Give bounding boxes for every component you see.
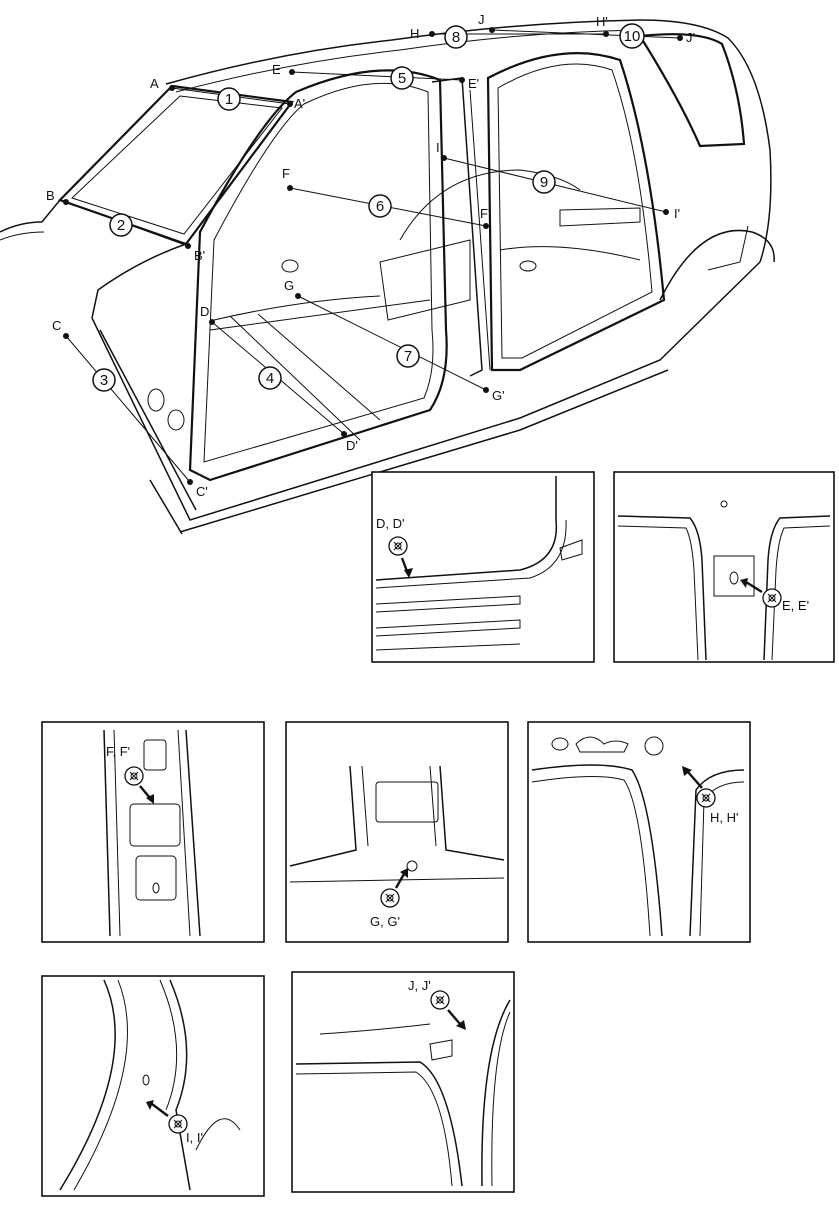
target-icon <box>380 888 400 908</box>
arrow-icon <box>139 785 151 799</box>
detail-label-ff: F, F' <box>106 744 130 759</box>
measurement-3: 3 <box>92 368 116 392</box>
measurement-5: 5 <box>390 66 414 90</box>
point-label-e2: E' <box>468 76 479 91</box>
arrow-icon <box>745 580 763 594</box>
measurement-1: 1 <box>217 87 241 111</box>
point-label-d2: D' <box>346 438 358 453</box>
point-label-i2: I' <box>674 206 680 221</box>
point-label-b2: B' <box>194 248 205 263</box>
point-label-j: J <box>478 12 485 27</box>
point-label-e: E <box>272 62 281 77</box>
vehicle-body-side-view <box>0 19 775 535</box>
reference-point-dots <box>63 27 683 485</box>
point-label-j2: J' <box>686 30 695 45</box>
arrow-icon <box>447 1009 461 1025</box>
detail-panel-e: E, E' <box>613 471 835 663</box>
point-label-f: F <box>282 166 290 181</box>
measurement-7: 7 <box>396 344 420 368</box>
point-label-i: I <box>436 140 440 155</box>
point-label-a2: A' <box>294 96 305 111</box>
point-label-a: A <box>150 76 159 91</box>
detail-label-ee: E, E' <box>782 598 809 613</box>
arrow-icon <box>151 1103 169 1117</box>
measurement-8: 8 <box>444 25 468 49</box>
point-label-c2: C' <box>196 484 208 499</box>
arrow-icon <box>394 873 406 889</box>
svg-text:5: 5 <box>398 70 406 87</box>
detail-panel-g: G, G' <box>285 721 509 943</box>
svg-text:9: 9 <box>540 174 548 191</box>
svg-text:10: 10 <box>624 28 641 45</box>
point-label-f2: F' <box>480 206 490 221</box>
detail-panel-d: D, D' <box>371 471 595 663</box>
measurement-2: 2 <box>109 213 133 237</box>
svg-text:4: 4 <box>266 370 274 387</box>
svg-text:1: 1 <box>225 91 233 108</box>
point-label-h: H <box>410 26 419 41</box>
svg-text:8: 8 <box>452 29 460 46</box>
detail-label-jj: J, J' <box>408 978 431 993</box>
target-icon <box>168 1114 188 1134</box>
detail-panel-h: H, H' <box>527 721 751 943</box>
measurement-4: 4 <box>258 366 282 390</box>
measurement-9: 9 <box>532 170 556 194</box>
point-label-c: C <box>52 318 61 333</box>
svg-text:2: 2 <box>117 217 125 234</box>
point-label-d: D <box>200 304 209 319</box>
detail-label-dd: D, D' <box>376 516 404 531</box>
measurement-6: 6 <box>368 194 392 218</box>
detail-panel-i: I, I' <box>41 975 265 1197</box>
svg-text:7: 7 <box>404 348 412 365</box>
svg-text:6: 6 <box>376 198 384 215</box>
detail-label-gg: G, G' <box>370 914 400 929</box>
detail-label-hh: H, H' <box>710 810 738 825</box>
measurement-numbers: 1 2 3 4 5 6 7 8 <box>92 23 645 392</box>
detail-panel-j: J, J' <box>291 971 515 1193</box>
target-icon <box>124 766 144 786</box>
target-icon <box>762 588 782 608</box>
detail-label-ii: I, I' <box>186 1130 203 1145</box>
point-label-h2: H' <box>596 14 608 29</box>
arrow-icon <box>687 771 703 789</box>
point-label-b: B <box>46 188 55 203</box>
point-label-g2: G' <box>492 388 505 403</box>
svg-text:3: 3 <box>100 372 108 389</box>
measurement-10: 10 <box>619 23 645 49</box>
target-icon <box>388 536 408 556</box>
point-label-g: G <box>284 278 294 293</box>
target-icon <box>696 788 716 808</box>
target-icon <box>430 990 450 1010</box>
detail-panel-f: F, F' <box>41 721 265 943</box>
reference-point-labels: A A' B B' C C' D D' E E' F F' G G' H H' … <box>46 12 695 499</box>
